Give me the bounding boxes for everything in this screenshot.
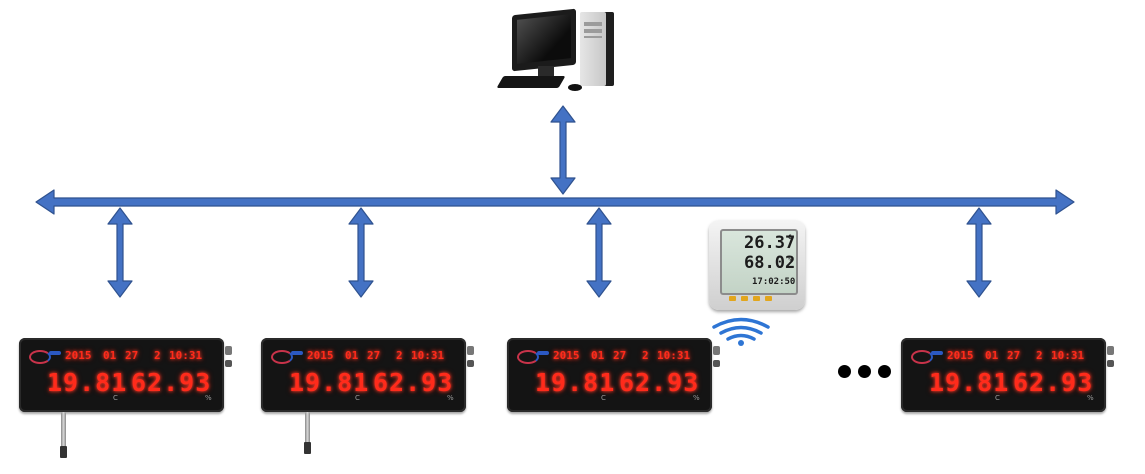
time: 10:31 — [1051, 349, 1085, 362]
date-year: 2015 — [65, 349, 92, 362]
brand-logo-icon — [29, 350, 51, 364]
hygrometer-time: 17:02:50 — [752, 277, 796, 287]
device-link-arrow-4 — [966, 207, 992, 298]
humidity-unit: % — [205, 394, 212, 402]
date-day: 27 — [367, 349, 381, 362]
humidity-unit: % — [447, 394, 454, 402]
bus-arrow — [35, 189, 1075, 215]
date-year: 2015 — [307, 349, 334, 362]
date-year: 2015 — [553, 349, 580, 362]
date-year: 2015 — [947, 349, 974, 362]
temperature-value: 19.81 — [47, 368, 128, 397]
sensor-probe-tip-1 — [60, 446, 67, 458]
sensor-probe-2 — [305, 412, 310, 444]
brand-logo-icon — [911, 350, 933, 364]
hygrometer-temperature: 26.37 — [744, 233, 796, 253]
pc-link-arrow — [550, 105, 576, 195]
humidity-value: 62.93 — [619, 368, 700, 397]
humidity-unit: % — [693, 394, 700, 402]
time: 10:31 — [657, 349, 691, 362]
temperature-value: 19.81 — [289, 368, 370, 397]
time: 10:31 — [169, 349, 203, 362]
temperature-unit: C — [113, 394, 118, 402]
temperature-unit: C — [355, 394, 360, 402]
led-display-3: 2015 01 27 2 10:31 19.81 C 62.93 % — [507, 338, 720, 412]
humidity-value: 62.93 — [373, 368, 454, 397]
time: 10:31 — [411, 349, 445, 362]
humidity-unit: % — [1087, 394, 1094, 402]
date-month: 01 — [345, 349, 359, 362]
temperature-value: 19.81 — [929, 368, 1010, 397]
date-day: 27 — [125, 349, 139, 362]
date-month: 01 — [985, 349, 999, 362]
date-day: 27 — [1007, 349, 1021, 362]
device-link-arrow-3 — [586, 207, 612, 298]
date-month: 01 — [591, 349, 605, 362]
humidity-value: 62.93 — [1013, 368, 1094, 397]
weekday: 2 — [642, 349, 649, 362]
temperature-unit: C — [995, 394, 1000, 402]
temperature-unit: C — [601, 394, 606, 402]
brand-logo-icon — [271, 350, 293, 364]
date-day: 27 — [613, 349, 627, 362]
sensor-probe-1 — [61, 412, 66, 448]
brand-logo-icon — [517, 350, 539, 364]
weekday: 2 — [396, 349, 403, 362]
wifi-icon — [712, 317, 770, 341]
date-month: 01 — [103, 349, 117, 362]
hygrometer-temp-unit: C — [788, 234, 792, 241]
sensor-probe-tip-2 — [304, 442, 311, 454]
device-link-arrow-2 — [348, 207, 374, 298]
weekday: 2 — [1036, 349, 1043, 362]
device-link-arrow-1 — [107, 207, 133, 298]
led-display-1: 2015 01 27 2 10:31 19.81 C 62.93 % — [19, 338, 232, 412]
led-display-2: 2015 01 27 2 10:31 19.81 C 62.93 % — [261, 338, 474, 412]
led-display-4: 2015 01 27 2 10:31 19.81 C 62.93 % — [901, 338, 1114, 412]
humidity-value: 62.93 — [131, 368, 212, 397]
wifi-dot-icon — [738, 340, 744, 346]
temperature-value: 19.81 — [535, 368, 616, 397]
weekday: 2 — [154, 349, 161, 362]
hygrometer-hum-unit: % — [788, 256, 792, 263]
wireless-hygrometer: 26.37 C 68.02 % 17:02:50 — [709, 220, 805, 310]
hygrometer-humidity: 68.02 — [744, 253, 796, 273]
